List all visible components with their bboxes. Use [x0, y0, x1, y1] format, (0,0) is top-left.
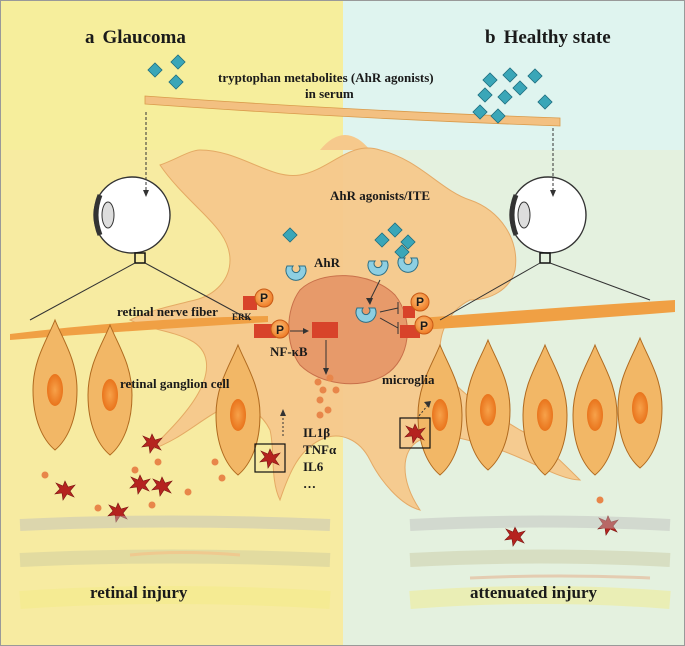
cytokine-label-il1b: IL1β: [303, 425, 330, 440]
cytokine-label-more: …: [303, 476, 316, 491]
serum-label-line1: tryptophan metabolites (AhR agonists): [218, 70, 434, 85]
cytokine-label-tnfa: TNFα: [303, 442, 337, 457]
nfkb-nuclear: [312, 322, 338, 338]
erk-phospho: [254, 288, 274, 308]
microglia-label: microglia: [382, 372, 435, 387]
eye-icon-right: [439, 128, 651, 321]
attenuated-injury-label: attenuated injury: [470, 583, 598, 602]
microglia-nucleus: [288, 275, 408, 385]
agonists-ite-label: AhR agonists/ITE: [330, 188, 430, 203]
nfkb-phospho-right: [414, 315, 434, 335]
phospho-label-nfkb: P: [276, 323, 284, 337]
retinal-injury-label: retinal injury: [90, 583, 188, 602]
damaged-cell-box-right: [399, 417, 431, 449]
nfkb-kinase-right: [400, 325, 420, 338]
phospho-label-erk-right: P: [416, 295, 424, 309]
nfkb-phospho: [270, 319, 290, 339]
nerve-fiber-right: [420, 300, 675, 330]
nfkb-label: NF-κB: [270, 344, 308, 359]
nerve-fiber-left: [10, 316, 268, 340]
scattered-cytokines-right: [596, 496, 604, 504]
retinal-ganglion-cell-label: retinal ganglion cell: [120, 376, 230, 391]
erk-label: ERK: [232, 312, 252, 322]
nfkb-kinase: [254, 324, 276, 338]
cytokine-label-il6: IL6: [303, 459, 324, 474]
erk-phospho-right: [410, 292, 430, 312]
phospho-label-erk: P: [260, 291, 268, 305]
damaged-cell-box-left: [254, 443, 286, 473]
arrow-damage-right: [417, 404, 429, 418]
ahr-label: AhR: [314, 255, 341, 270]
retinal-layer-right: [409, 515, 671, 609]
retinal-nerve-fiber-label: retinal nerve fiber: [117, 304, 218, 319]
scattered-cytokines-left: [41, 458, 226, 512]
serum-vessel: [144, 95, 561, 127]
phospho-label-nfkb-right: P: [420, 319, 428, 333]
cytokine-cluster: [314, 374, 340, 419]
eye-icon-left: [29, 112, 251, 321]
serum-label-line2: in serum: [305, 86, 354, 101]
erk-kinase-right: [403, 306, 415, 318]
retinal-layer-left: [19, 515, 331, 609]
erk-kinase: [243, 296, 257, 310]
microglia-process-top: [320, 135, 370, 150]
